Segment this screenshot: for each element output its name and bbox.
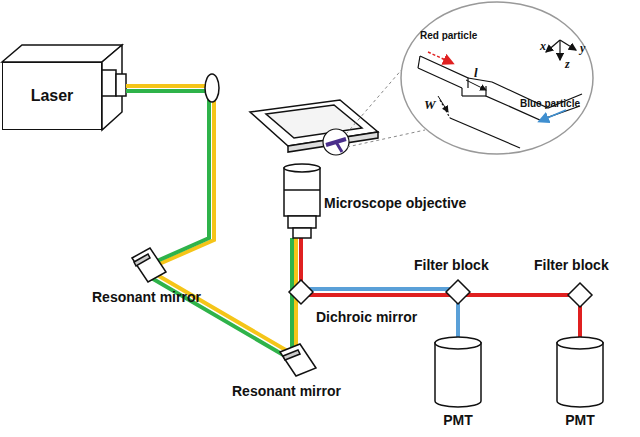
dimension-label: W <box>424 98 436 112</box>
part-label: Microscope objective <box>324 196 466 211</box>
length-arrow <box>466 80 486 90</box>
magnifier <box>323 129 349 155</box>
resonant-mirror <box>132 248 316 376</box>
zoom-line <box>346 60 410 134</box>
part-label: Filter block <box>414 258 489 273</box>
node-text: Laser <box>31 87 74 105</box>
microscope-objective <box>284 164 320 238</box>
part-label: Resonant mirror <box>232 384 341 399</box>
laser-box: Laser <box>2 62 102 130</box>
pmt-detector: PMT <box>428 336 488 428</box>
part-label: Resonant mirror <box>92 290 201 305</box>
pmt-cylinder <box>550 336 610 408</box>
axis-label: x <box>540 40 546 53</box>
part-label: Filter block <box>534 258 609 273</box>
axis-label: y <box>580 42 585 55</box>
inset-circle <box>401 2 593 154</box>
node-text: PMT <box>550 412 610 428</box>
part-label: Dichroic mirror <box>316 310 417 325</box>
particle-label: Blue particle <box>520 98 580 109</box>
laser-housing <box>2 45 126 130</box>
dimension-label: l <box>474 66 478 80</box>
axis-label: z <box>565 58 570 71</box>
particle-label: Red particle <box>420 30 477 41</box>
emission-beam <box>301 238 580 338</box>
dichroic-mirror <box>289 280 313 304</box>
width-arrow <box>438 96 448 112</box>
pmt-detector: PMT <box>550 336 610 428</box>
microchannel <box>418 56 582 148</box>
channel-detail <box>336 142 342 152</box>
filter-block <box>446 280 592 307</box>
node-text: PMT <box>428 412 488 428</box>
axes <box>546 40 576 60</box>
lens <box>205 74 219 102</box>
red-particle-arrow <box>428 52 452 63</box>
blue-particle-arrow <box>540 110 566 121</box>
zoom-line <box>347 130 425 147</box>
pmt-cylinder <box>428 336 488 408</box>
